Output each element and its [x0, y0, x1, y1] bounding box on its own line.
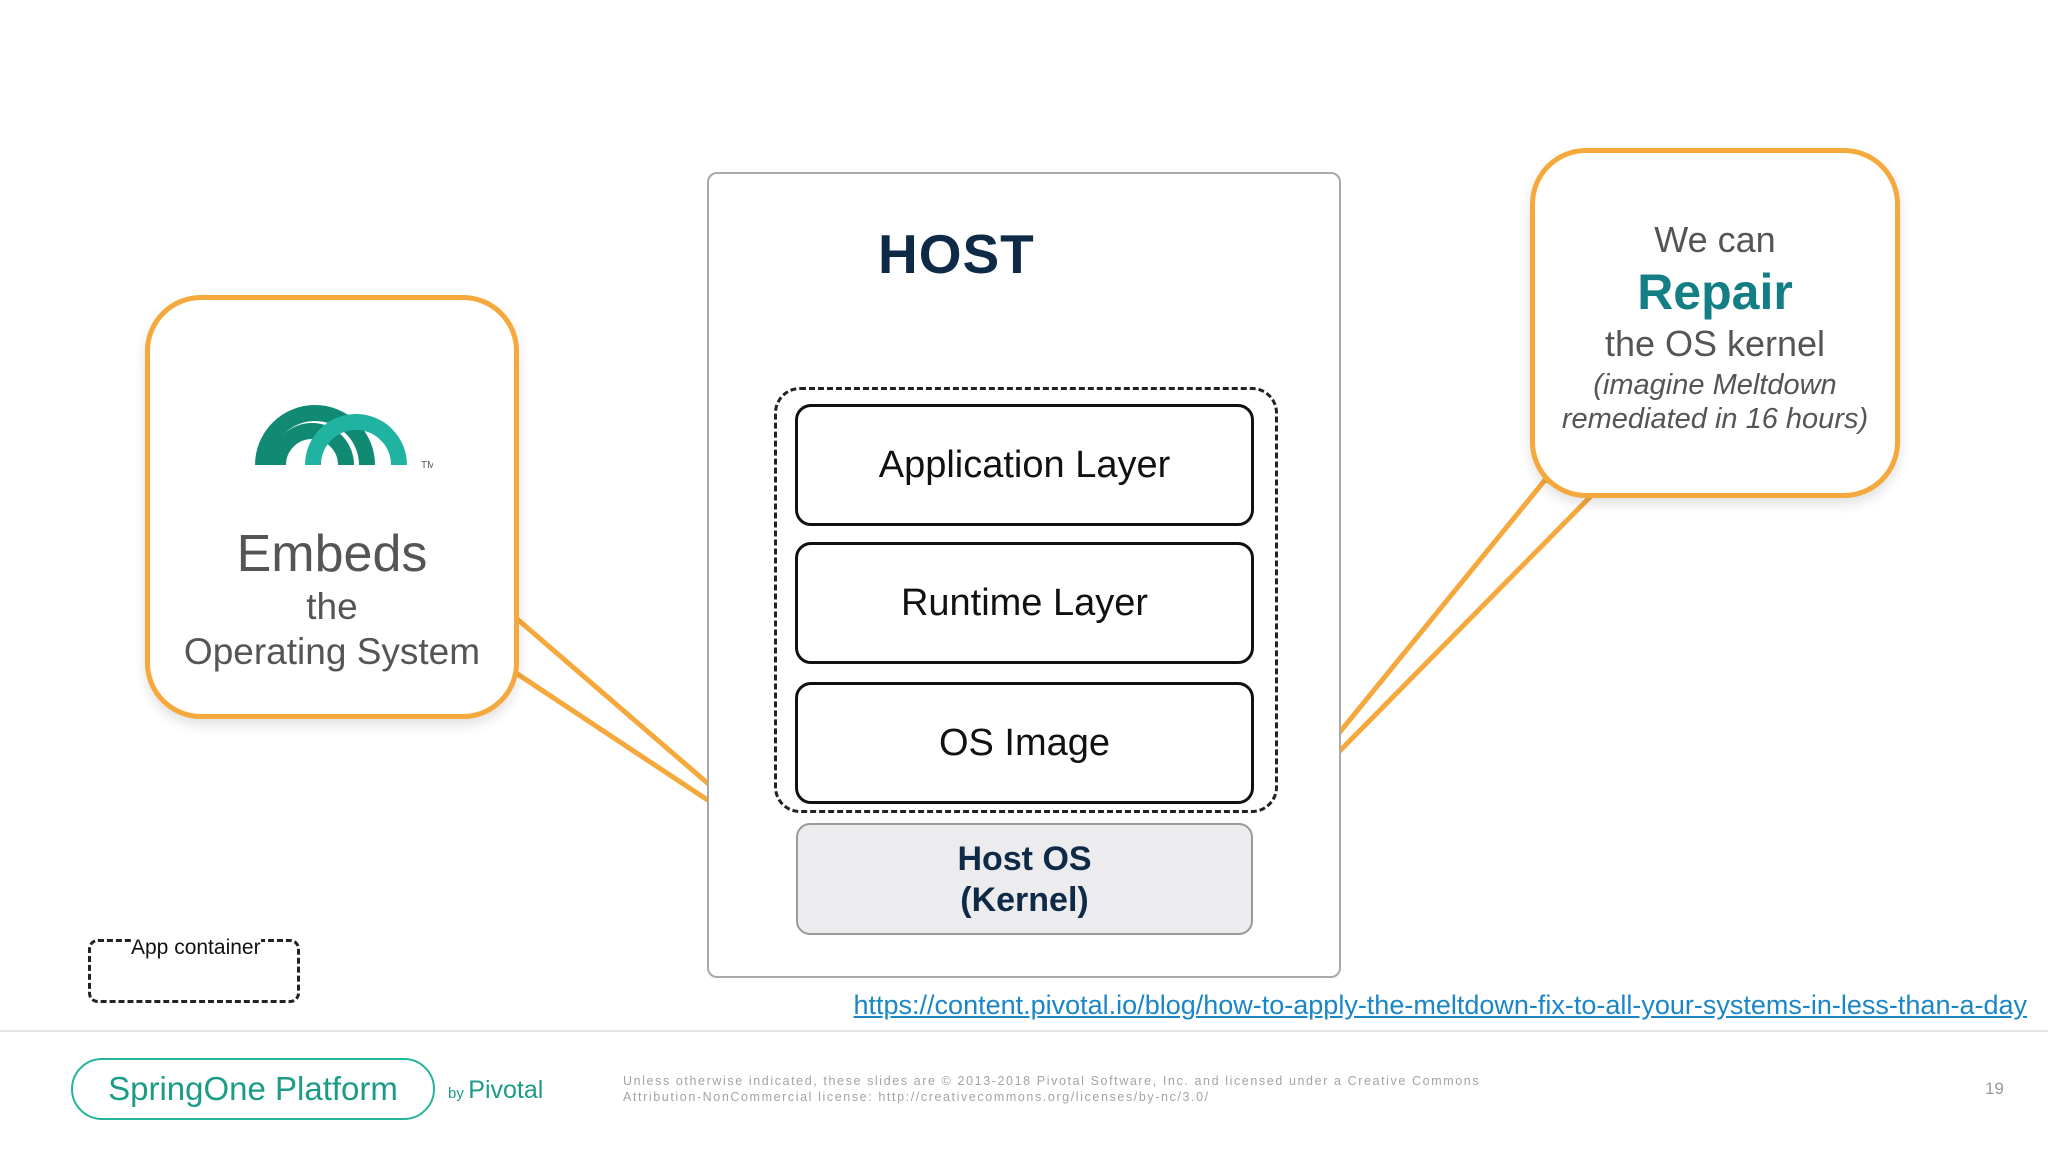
trademark-label: TM	[421, 460, 433, 471]
by-text: by	[448, 1085, 464, 1102]
license-line-2: Attribution-NonCommercial license: http:…	[623, 1090, 1210, 1104]
os-kernel-text: the OS kernel	[1604, 323, 1826, 364]
the-text: the	[306, 586, 358, 627]
license-line-1: Unless otherwise indicated, these slides…	[623, 1074, 1481, 1088]
operating-system-text: Operating System	[183, 631, 481, 672]
repair-text: Repair	[1637, 264, 1793, 320]
right-callout: We can Repair the OS kernel (imagine Mel…	[1530, 148, 1900, 498]
application-layer-box: Application Layer	[795, 404, 1254, 526]
legend-app-container-label: App container	[131, 936, 261, 960]
app-container-boundary	[774, 387, 1278, 813]
os-image-box: OS Image	[795, 682, 1254, 804]
pivotal-logo-icon: TM	[255, 405, 433, 471]
kernel-label: (Kernel)	[960, 881, 1089, 919]
remediated-text: remediated in 16 hours)	[1561, 403, 1869, 435]
brand-text: SpringOne Platform	[108, 1070, 398, 1107]
runtime-layer-box: Runtime Layer	[795, 542, 1254, 664]
page-number: 19	[1985, 1079, 2004, 1098]
host-os-kernel-box: Host OS (Kernel)	[796, 823, 1253, 935]
pivotal-text: Pivotal	[468, 1076, 544, 1104]
imagine-meltdown-text: (imagine Meltdown	[1593, 369, 1837, 401]
left-callout: TM Embeds the Operating System	[145, 295, 519, 719]
host-os-label: Host OS	[957, 840, 1092, 878]
by-pivotal-logo: by Pivotal	[448, 1076, 543, 1105]
we-can-text: We can	[1654, 219, 1776, 260]
meltdown-blog-link[interactable]: https://content.pivotal.io/blog/how-to-a…	[853, 990, 2027, 1020]
footer-divider	[0, 1030, 2048, 1032]
embeds-text: Embeds	[236, 525, 428, 583]
host-title: HOST	[878, 223, 1035, 285]
springone-platform-logo: SpringOne Platform	[71, 1058, 435, 1120]
